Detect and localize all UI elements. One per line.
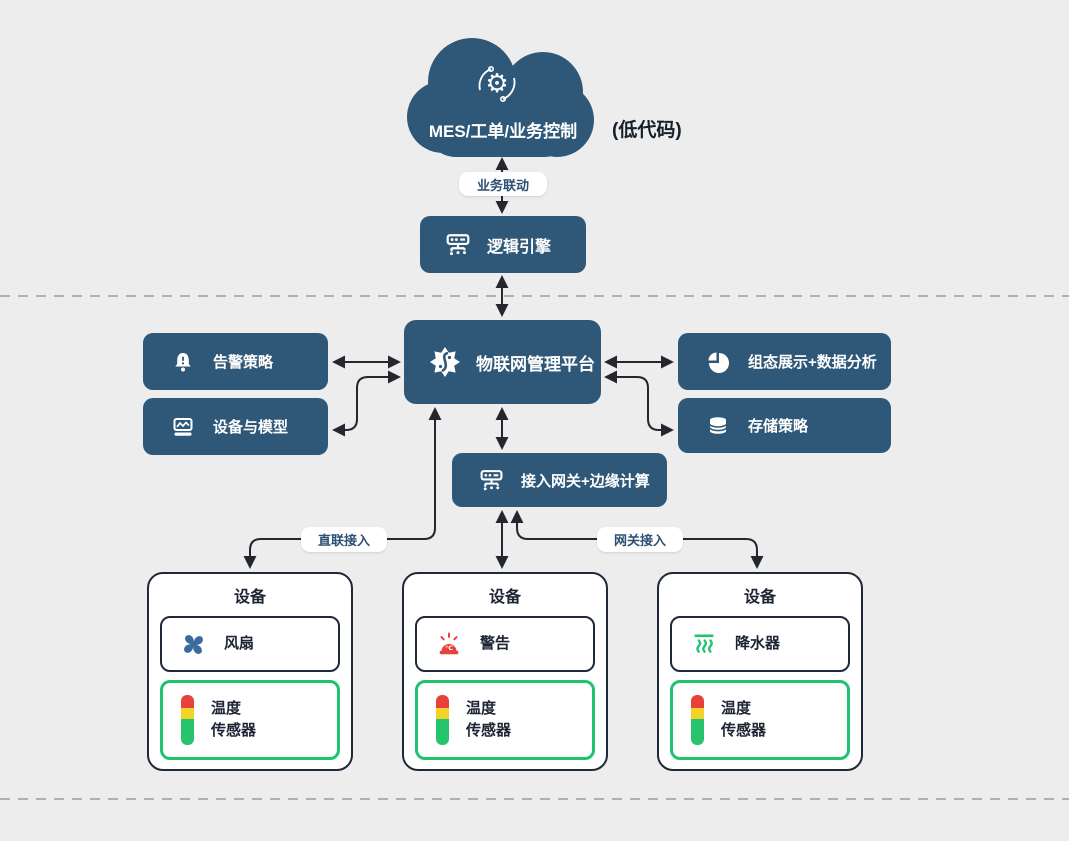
device-card-alarm[interactable]: 设备 °C 警告 温度 传感器 [402,572,608,771]
device-box-alarm[interactable]: °C 警告 [415,616,595,672]
sensor-label-line1: 温度 [211,700,242,718]
database-icon [709,416,727,434]
node-logic-engine[interactable]: 逻辑引擎 [420,216,586,273]
sensor-box[interactable]: 温度 传感器 [160,680,340,760]
device-card-title: 设备 [488,589,521,606]
node-storage-policy[interactable]: 存储策略 [678,398,891,453]
sensor-box[interactable]: 温度 传感器 [670,680,850,760]
sensor-box[interactable]: 温度 传感器 [415,680,595,760]
node-edge-gateway-label: 接入网关+边缘计算 [521,472,650,490]
temp-sensor-bar-icon [436,695,449,745]
precipitation-icon [694,634,714,653]
sensor-label-line2: 传感器 [466,722,512,739]
device-card-precipitator[interactable]: 设备 降水器 温度 传感器 [657,572,863,771]
device-model-icon [173,417,193,436]
node-edge-gateway[interactable]: 接入网关+边缘计算 [452,453,667,507]
sensor-label-line2: 传感器 [211,722,257,739]
sensor-label: 温度 传感器 [211,698,256,742]
device-label: 警告 [480,635,511,653]
node-viz-analysis-label: 组态展示+数据分析 [748,354,877,371]
gear-sync-icon: ⚙ [478,65,516,103]
device-card-title: 设备 [743,589,776,606]
pill-gateway-access-label: 网关接入 [613,533,666,548]
pill-business-link-label: 业务联动 [476,177,529,193]
svg-text:°C: °C [445,644,453,652]
sensor-label: 温度 传感器 [721,698,766,742]
arrow-platform-storage [604,370,674,437]
node-alarm-policy-label: 告警策略 [213,354,274,371]
pill-direct-access: 直联接入 [301,527,387,552]
cloud-shape [407,38,594,157]
svg-text:⚙: ⚙ [485,69,508,99]
gateway-server-icon [480,469,503,490]
device-box-fan[interactable]: 风扇 [160,616,340,672]
node-storage-policy-label: 存储策略 [748,418,809,435]
node-device-model[interactable]: 设备与模型 [143,398,328,455]
gateway-server-icon [446,233,470,255]
pill-direct-access-label: 直联接入 [317,533,370,548]
chip-burst-icon [430,347,460,377]
node-alarm-policy[interactable]: 告警策略 [143,333,328,390]
low-code-note: (低代码) [612,120,682,141]
node-device-model-label: 设备与模型 [213,419,289,436]
sensor-label-line1: 温度 [466,700,497,718]
sensor-label-line1: 温度 [721,700,752,718]
node-viz-analysis[interactable]: 组态展示+数据分析 [678,333,891,390]
node-logic-engine-label: 逻辑引擎 [487,238,552,256]
temp-sensor-bar-icon [181,695,194,745]
alarm-bell-icon [175,352,191,371]
arrow-model-platform [332,370,401,437]
alarm-light-icon: °C [439,632,459,655]
temp-sensor-bar-icon [691,695,704,745]
device-box-precipitator[interactable]: 降水器 [670,616,850,672]
fan-icon [184,634,203,654]
pill-business-link: 业务联动 [459,172,547,196]
device-label: 风扇 [224,635,255,653]
device-label: 降水器 [735,635,781,653]
sensor-label-line2: 传感器 [721,722,767,739]
sensor-label: 温度 传感器 [466,698,511,742]
device-card-title: 设备 [233,589,266,606]
pill-gateway-access: 网关接入 [597,527,683,552]
cloud-label: MES/工单/业务控制 [428,122,578,141]
node-platform[interactable]: 物联网管理平台 [404,320,601,404]
device-card-fan[interactable]: 设备 风扇 温度 传感器 [147,572,353,771]
node-platform-label: 物联网管理平台 [476,354,595,374]
pie-chart-icon [708,352,729,373]
